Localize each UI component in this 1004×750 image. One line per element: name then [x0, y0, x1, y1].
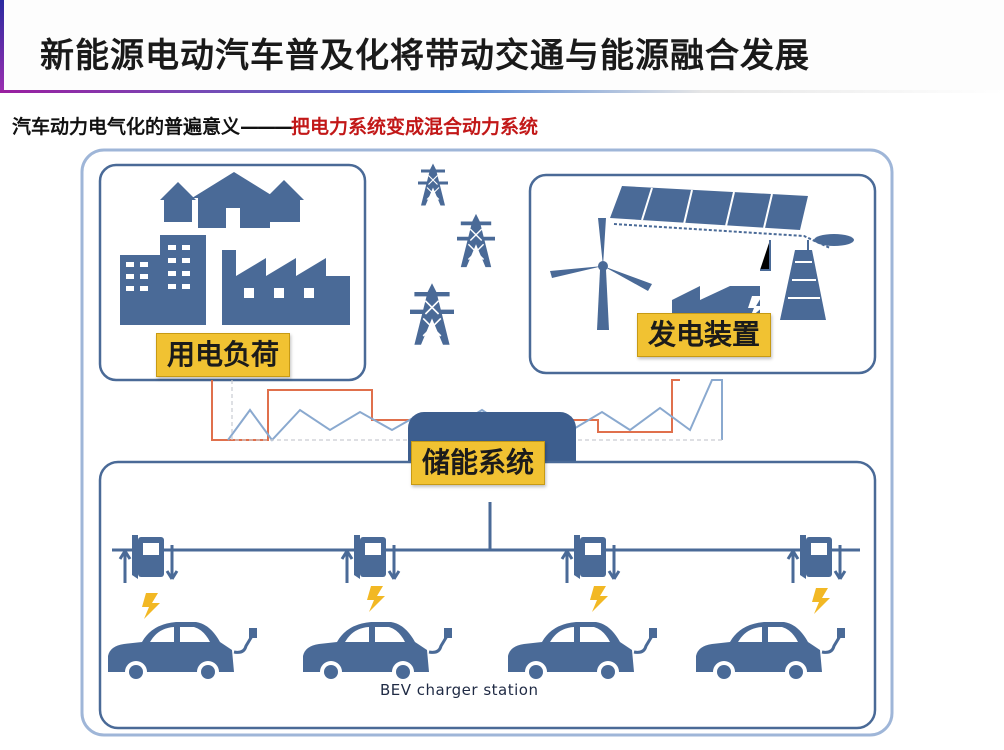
subtitle-highlight: 把电力系统变成混合动力系统: [291, 116, 539, 138]
slide-subtitle: 汽车动力电气化的普遍意义———把电力系统变成混合动力系统: [12, 112, 538, 139]
factory-icon: [222, 250, 350, 325]
title-accent-bar: [0, 0, 4, 92]
storage-label: 储能系统: [411, 441, 546, 485]
generation-label: 发电装置: [637, 313, 772, 357]
power-plant-icon: [672, 234, 854, 320]
subtitle-main: 汽车动力电气化的普遍意义: [12, 116, 241, 138]
solar-panel-icon: [610, 186, 831, 271]
slide-title: 新能源电动汽车普及化将带动交通与能源融合发展: [40, 36, 810, 76]
title-divider: [0, 90, 1004, 93]
houses-icon: [160, 172, 304, 228]
buildings-icon: [120, 235, 206, 325]
load-label: 用电负荷: [156, 333, 291, 377]
subtitle-dash: ———: [240, 116, 293, 138]
title-bar: [0, 0, 1004, 92]
wind-turbine-icon: [550, 218, 652, 330]
distribution-line: [112, 502, 860, 552]
station-label: BEV charger station: [380, 681, 539, 699]
